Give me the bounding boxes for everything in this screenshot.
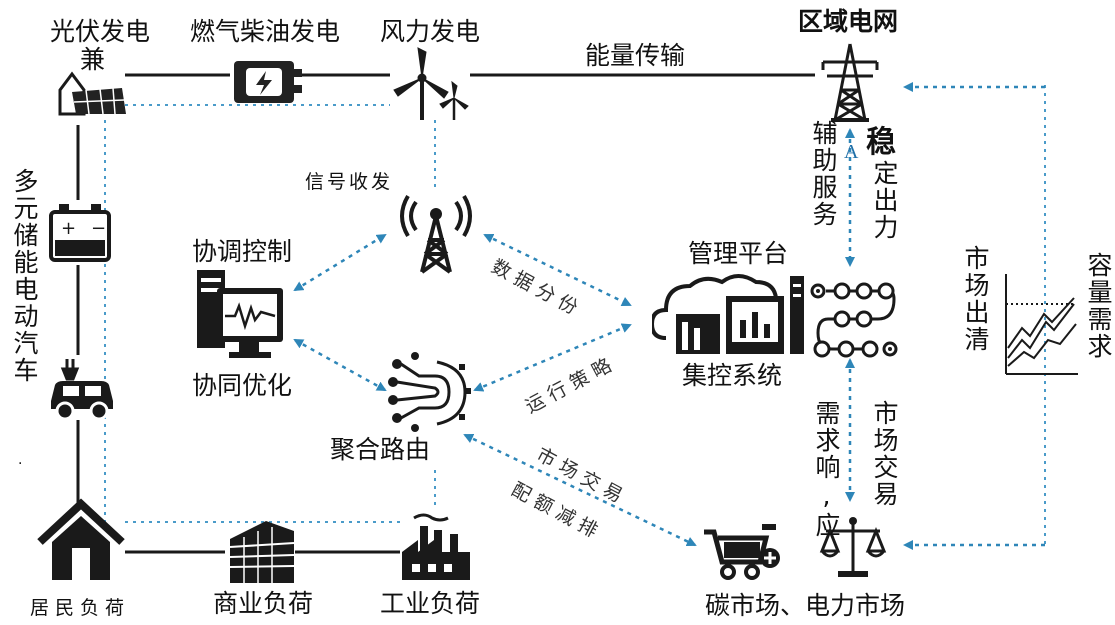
market-trade-label: 市场交易 [870,400,899,508]
power-lines [76,73,815,554]
stable-char: 稳 [866,125,896,160]
collab-optimize-label: 协同优化 [192,371,293,400]
signal-label: 信号收发 [305,171,394,193]
aggregation-router-icon [388,352,471,432]
arrows [293,82,1045,550]
wind-turbine-icon [393,47,469,120]
storage-mark: · [18,456,23,472]
solar-panel-icon [58,71,126,116]
growth-chart-icon [1005,274,1078,375]
market-clearing-label: 市场出清 [961,245,990,353]
central-control-label: 集控系统 [682,361,783,390]
battery-icon: + − [49,204,111,262]
transmission-tower-icon [821,43,879,122]
energy-transfer-label: 能量传输 [585,41,686,70]
storage-ev-label: 多元储能电动汽车 [10,168,39,384]
cloud-platform-icon [652,274,804,354]
factory-icon [402,513,470,580]
coord-control-label: 协调控制 [192,237,293,266]
wind-label: 风力发电 [380,17,481,46]
svg-text:−: − [91,218,106,239]
generator-icon [234,61,302,103]
pv-label: 光伏发电 [50,17,151,46]
network-flow-icon [810,282,898,358]
signal-lines [104,85,1046,545]
industrial-load-label: 工业负荷 [380,589,481,618]
aggregate-routing-label: 聚合路由 [330,435,431,464]
mgmt-platform-label: 管理平台 [688,239,789,268]
carbon-market-cart-icon [704,524,780,580]
commercial-building-icon [229,521,295,583]
demand-response-label: 需求响,应 [812,400,841,539]
aux-service-label: 辅助服务 [809,120,838,228]
house-icon [37,498,125,580]
control-workstation-icon [197,270,283,358]
commercial-load-label: 商业负荷 [213,589,314,618]
balance-scale-icon [819,517,887,577]
aux-mark: A [844,141,859,163]
antenna-icon [400,194,472,274]
resident-load-label: 居民负荷 [30,597,131,619]
gas-diesel-label: 燃气柴油发电 [190,17,341,46]
capacity-demand-label: 容量需求 [1084,252,1113,360]
regional-grid-label: 区域电网 [798,7,899,36]
stable-output-label: 定出力 [870,160,899,241]
electric-car-icon [51,359,113,421]
jian-label: 兼 [80,45,106,74]
markets-label: 碳市场、电力市场 [705,591,906,620]
svg-text:+: + [61,218,76,239]
